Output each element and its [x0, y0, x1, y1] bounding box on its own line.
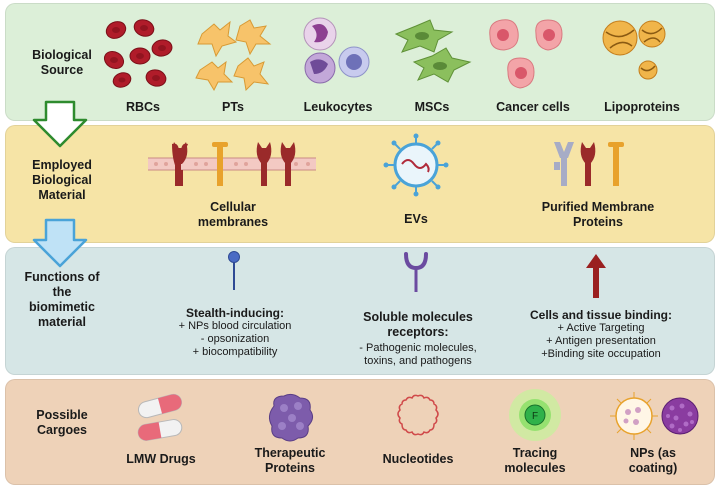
row-title-employed-material: Employed Biological Material	[32, 158, 92, 202]
cargo-label-tracing-molecules: Tracing molecules	[504, 446, 566, 475]
source-label-rbcs: RBCs	[125, 100, 161, 114]
stealth-marker-icon	[228, 251, 240, 290]
row-title-functions: Functions of the biomimetic material	[24, 270, 100, 329]
source-label-mscs: MSCs	[414, 100, 450, 114]
function-binding-title: Cells and tissue binding:	[529, 308, 672, 322]
material-label-cellular-membranes: Cellular membranes	[197, 200, 269, 229]
function-stealth: Stealth-inducing: + NPs blood circulatio…	[160, 306, 310, 359]
lipoprotein-icon	[602, 20, 666, 80]
material-label-evs: EVs	[404, 212, 428, 226]
function-soluble-line: toxins, and pathogens	[364, 355, 472, 367]
cargo-label-therapeutic-proteins: Therapeutic Proteins	[254, 446, 326, 475]
function-soluble: Soluble molecules receptors: - Pathogeni…	[343, 310, 493, 368]
function-binding-line: +Binding site occupation	[541, 348, 661, 360]
function-stealth-line: + NPs blood circulation	[178, 320, 292, 332]
extracellular-vesicle-icon	[383, 133, 449, 197]
function-stealth-line: - opsonization	[200, 333, 270, 345]
biological-material-panel	[5, 125, 715, 243]
tracing-glyph: F	[532, 411, 538, 422]
cargo-label-lmw-drugs: LMW Drugs	[126, 452, 196, 466]
flow-arrow-green-icon	[32, 100, 88, 148]
function-binding-line: + Antigen presentation	[546, 335, 656, 347]
cargoes-panel	[5, 379, 715, 485]
rbc-icon	[103, 19, 173, 88]
function-stealth-title: Stealth-inducing:	[186, 306, 284, 320]
binding-arrow-icon	[586, 254, 606, 298]
cancer-cell-icon	[489, 19, 563, 89]
cellular-membrane-icon	[148, 142, 316, 186]
source-label-pts: PTs	[222, 100, 244, 114]
function-soluble-title: Soluble molecules receptors:	[363, 310, 473, 339]
source-label-lipoproteins: Lipoproteins	[604, 100, 680, 114]
flow-arrow-blue-icon	[32, 218, 88, 268]
function-stealth-line: + biocompatibility	[192, 346, 278, 358]
row-title-biological-source: Biological Source	[32, 48, 92, 77]
purified-proteins-icon	[554, 142, 624, 186]
material-label-purified-proteins: Purified Membrane Proteins	[541, 200, 655, 229]
source-label-cancer-cells: Cancer cells	[496, 100, 570, 114]
source-label-leukocytes: Leukocytes	[303, 100, 373, 114]
cargo-label-nucleotides: Nucleotides	[382, 452, 454, 466]
leukocyte-icon	[303, 17, 370, 84]
platelet-icon	[195, 19, 272, 92]
nucleotide-icon	[397, 394, 439, 436]
function-soluble-line: - Pathogenic molecules,	[359, 342, 477, 354]
cargo-label-nps: NPs (as coating)	[628, 446, 678, 475]
function-binding-line: + Active Targeting	[557, 322, 645, 334]
therapeutic-protein-icon	[268, 393, 314, 442]
nanoparticle-icon	[610, 392, 699, 440]
function-binding: Cells and tissue binding: + Active Targe…	[516, 308, 686, 361]
tracing-molecule-icon: F	[509, 389, 561, 441]
receptor-icon	[404, 252, 428, 292]
row-title-cargoes: Possible Cargoes	[36, 408, 88, 437]
msc-icon	[394, 19, 472, 83]
capsule-icon	[137, 393, 183, 441]
